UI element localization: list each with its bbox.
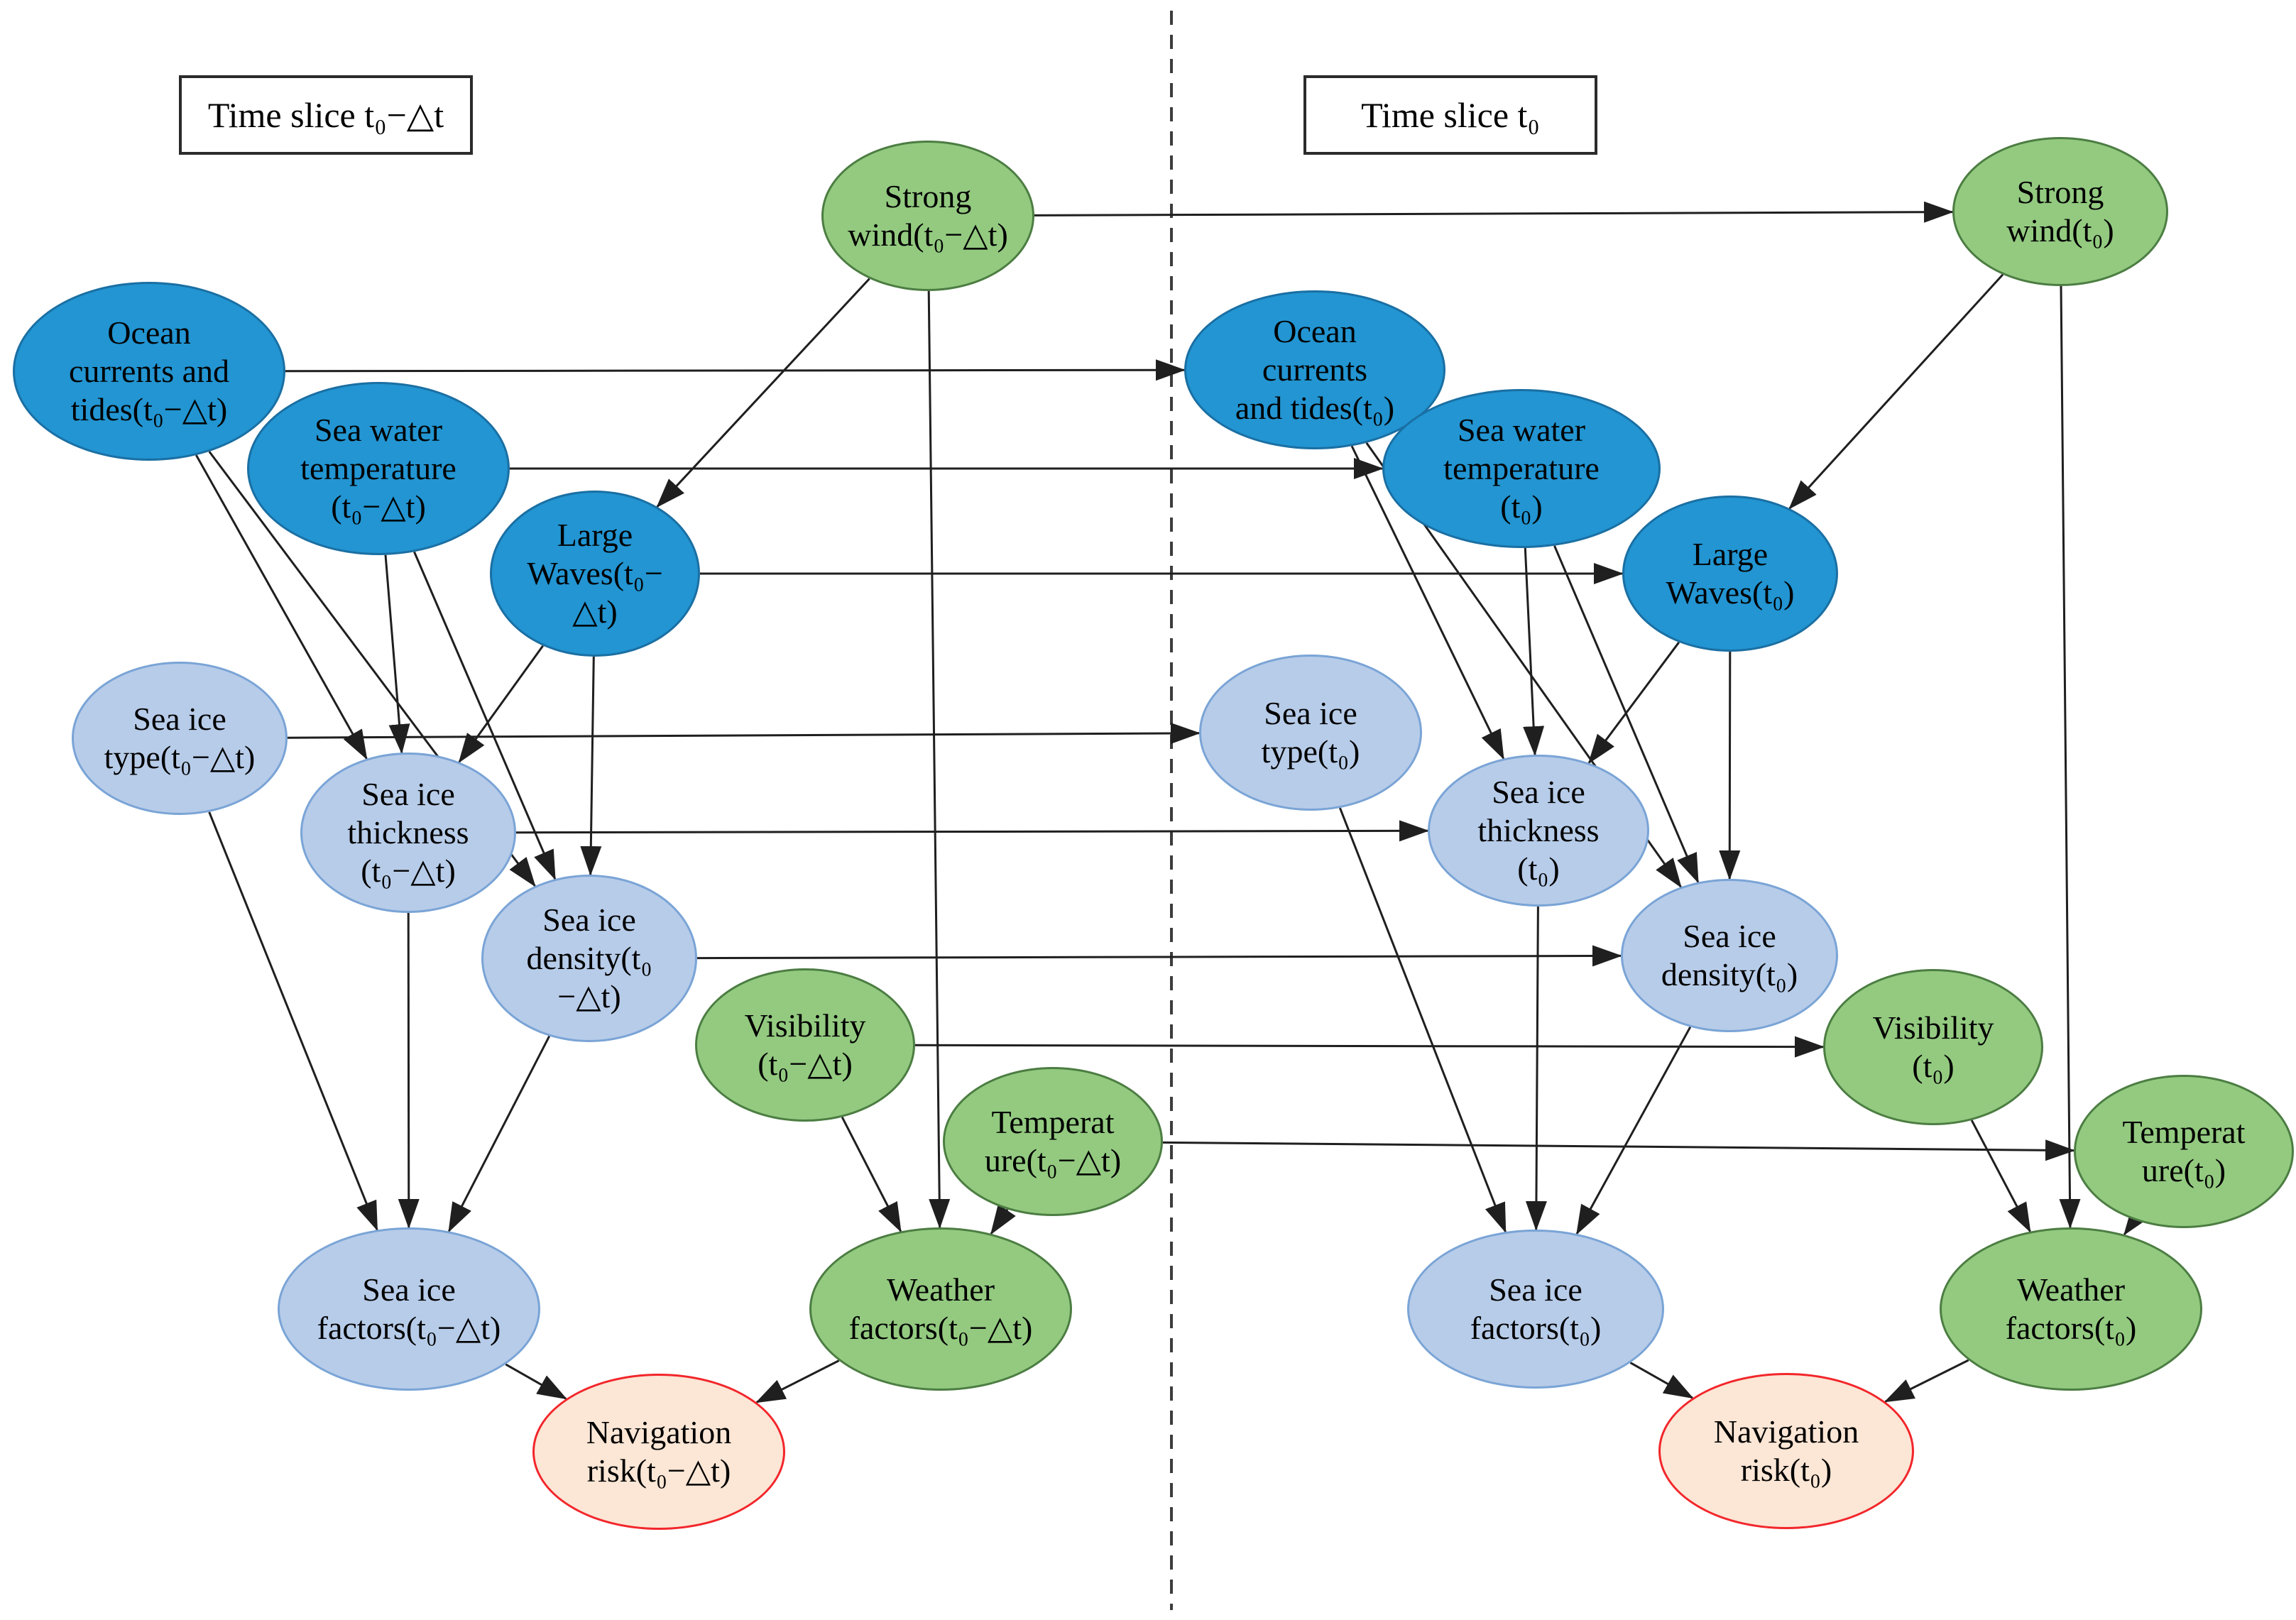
edge-sea-ice-thickness-now-to-sea-ice-factors-now [1525,906,1547,1231]
edge-strong-wind-prev-to-strong-wind-now [1034,201,1954,223]
node-navigation-risk-prev: Navigation risk(t₀−△t) [532,1374,785,1530]
edge-temperature-now-to-weather-factors-now [2123,1205,2150,1236]
edge-sea-ice-factors-prev-to-navigation-risk-prev [505,1363,568,1400]
node-label: Large Waves(t₀− △t) [527,516,663,630]
edge-sea-ice-factors-now-to-navigation-risk-now [1629,1362,1694,1399]
node-label: Sea ice thickness (t₀−△t) [347,775,469,890]
node-large-waves-now: Large Waves(t₀) [1622,496,1838,652]
edge-sea-ice-type-now-to-sea-ice-factors-now [1339,807,1507,1233]
node-label: Weather factors(t₀−△t) [848,1271,1033,1346]
node-sea-ice-density-prev: Sea ice density(t₀ −△t) [481,875,697,1042]
edge-weather-factors-now-to-navigation-risk-now [1884,1359,1969,1403]
edge-large-waves-prev-to-sea-ice-density-prev [580,656,602,876]
node-navigation-risk-now: Navigation risk(t₀) [1658,1373,1914,1529]
node-label: Ocean currents and tides(t₀) [1235,312,1395,427]
edge-visibility-prev-to-visibility-now [914,1036,1825,1058]
edge-large-waves-now-to-sea-ice-thickness-now [1587,641,1680,765]
edge-sea-ice-density-prev-to-sea-ice-factors-prev [447,1035,551,1233]
node-label: Sea water temperature (t₀−△t) [300,411,457,525]
node-label: Weather factors(t₀) [2005,1271,2137,1346]
node-ocean-currents-now: Ocean currents and tides(t₀) [1184,290,1445,449]
time-slice-label-now: Time slice t₀ [1303,75,1597,155]
node-ocean-currents-prev: Ocean currents and tides(t₀−△t) [13,282,285,461]
node-label: Visibility (t₀−△t) [744,1007,866,1082]
edge-strong-wind-prev-to-weather-factors-prev [927,290,951,1229]
edge-ocean-currents-now-to-sea-ice-thickness-now [1350,445,1505,760]
edge-visibility-prev-to-weather-factors-prev [841,1117,902,1233]
edge-large-waves-now-to-sea-ice-density-now [1719,651,1741,880]
time-slice-label-prev: Time slice t₀−△t [179,75,473,155]
edge-sea-ice-thickness-prev-to-sea-ice-thickness-now [515,820,1429,842]
node-label: Sea ice factors(t₀−△t) [317,1271,501,1346]
edge-sea-ice-thickness-prev-to-sea-ice-factors-prev [398,912,420,1229]
node-label: Sea ice density(t₀ −△t) [526,901,652,1015]
node-label: Large Waves(t₀) [1666,535,1795,611]
edge-sea-ice-type-prev-to-sea-ice-type-now [287,722,1201,744]
edge-sea-ice-density-prev-to-sea-ice-density-now [696,945,1622,967]
node-label: Ocean currents and tides(t₀−△t) [68,314,230,428]
edge-strong-wind-now-to-weather-factors-now [2059,285,2081,1229]
node-sea-ice-factors-now: Sea ice factors(t₀) [1407,1230,1664,1389]
node-label: Sea ice density(t₀) [1661,917,1798,992]
edge-ocean-currents-prev-to-ocean-currents-now [285,359,1186,381]
node-sea-ice-density-now: Sea ice density(t₀) [1621,879,1838,1032]
edge-large-waves-prev-to-sea-ice-thickness-prev [458,645,544,764]
edge-sea-ice-density-now-to-sea-ice-factors-now [1575,1026,1692,1235]
edge-sea-ice-type-prev-to-sea-ice-factors-prev [208,811,378,1232]
edge-visibility-now-to-weather-factors-now [1970,1120,2031,1233]
node-label: Sea water temperature (t₀) [1443,411,1600,525]
node-label: Navigation risk(t₀−△t) [586,1413,732,1489]
node-strong-wind-prev: Strong wind(t₀−△t) [821,141,1034,291]
edge-sea-water-temp-prev-to-sea-ice-thickness-prev [384,554,410,755]
edge-temperature-prev-to-temperature-now [1162,1139,2075,1161]
edge-sea-water-temp-now-to-sea-ice-thickness-now [1523,547,1545,757]
node-sea-water-temp-prev: Sea water temperature (t₀−△t) [247,382,510,555]
node-label: Sea ice thickness (t₀) [1477,773,1600,887]
edge-ocean-currents-prev-to-sea-ice-thickness-prev [195,454,368,760]
node-sea-ice-thickness-prev: Sea ice thickness (t₀−△t) [300,752,516,913]
edge-strong-wind-now-to-large-waves-now [1788,273,2004,510]
node-weather-factors-prev: Weather factors(t₀−△t) [809,1227,1072,1391]
node-sea-ice-factors-prev: Sea ice factors(t₀−△t) [278,1227,540,1391]
node-visibility-prev: Visibility (t₀−△t) [695,968,915,1122]
node-label: Strong wind(t₀) [2006,173,2114,248]
node-sea-ice-type-prev: Sea ice type(t₀−△t) [72,662,288,815]
node-sea-water-temp-now: Sea water temperature (t₀) [1382,389,1661,548]
node-sea-ice-thickness-now: Sea ice thickness (t₀) [1428,755,1649,907]
edge-weather-factors-prev-to-navigation-risk-prev [755,1359,840,1403]
node-label: Sea ice type(t₀) [1261,694,1360,770]
node-label: Navigation risk(t₀) [1713,1413,1859,1488]
node-weather-factors-now: Weather factors(t₀) [1940,1227,2202,1391]
node-temperature-now: Temperat ure(t₀) [2074,1075,2294,1228]
node-large-waves-prev: Large Waves(t₀− △t) [490,491,700,657]
node-label: Visibility (t₀) [1872,1009,1994,1084]
node-visibility-now: Visibility (t₀) [1823,969,2043,1125]
edge-temperature-prev-to-weather-factors-prev [990,1204,1016,1235]
node-sea-ice-type-now: Sea ice type(t₀) [1199,655,1422,811]
node-temperature-prev: Temperat ure(t₀−△t) [943,1067,1163,1216]
node-strong-wind-now: Strong wind(t₀) [1952,137,2168,286]
node-label: Sea ice factors(t₀) [1470,1271,1602,1346]
node-label: Strong wind(t₀−△t) [848,177,1008,253]
node-label: Temperat ure(t₀) [2122,1113,2246,1188]
node-label: Temperat ure(t₀−△t) [984,1103,1122,1178]
edge-sea-water-temp-prev-to-sea-ice-density-prev [413,551,557,880]
node-label: Sea ice type(t₀−△t) [104,700,256,775]
